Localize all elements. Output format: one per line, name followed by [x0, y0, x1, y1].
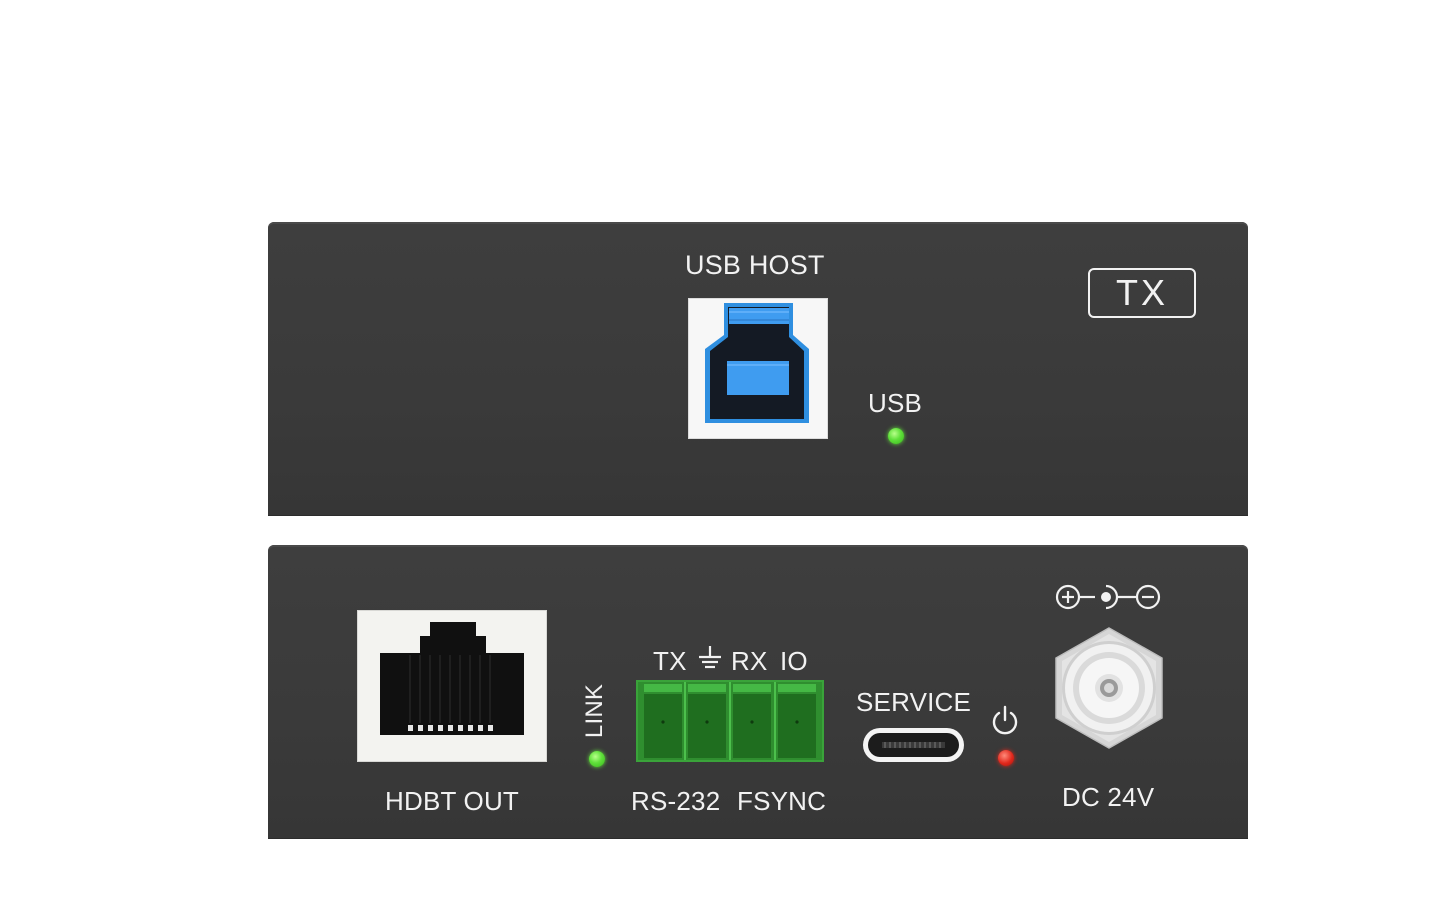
tx-badge: TX	[1088, 268, 1196, 318]
rj45-connector-icon	[380, 622, 524, 735]
usb-c-contacts-icon	[882, 742, 945, 748]
hdbt-out-label: HDBT OUT	[385, 786, 520, 816]
polarity-icon	[1055, 584, 1161, 610]
usb-c-opening	[868, 733, 959, 757]
fsync-label: FSYNC	[737, 786, 827, 816]
terminal-block-icon	[636, 680, 824, 762]
terminal-io-label: IO	[780, 646, 808, 676]
power-icon	[992, 705, 1018, 735]
usb-b-port[interactable]	[688, 298, 828, 439]
dc-power-jack[interactable]	[1052, 626, 1166, 750]
hdbt-rj45-port[interactable]	[357, 610, 547, 762]
link-label: LINK	[581, 683, 609, 739]
service-usb-c-port[interactable]	[863, 728, 964, 762]
service-label: SERVICE	[856, 687, 972, 717]
usb-led	[888, 428, 904, 444]
power-led	[998, 750, 1014, 766]
link-led	[589, 751, 605, 767]
usb-b-connector-icon	[705, 303, 809, 423]
dc-24v-label: DC 24V	[1062, 782, 1155, 812]
phoenix-terminal-block[interactable]	[636, 680, 824, 762]
usb-host-label: USB HOST	[685, 250, 825, 280]
terminal-tx-label: TX	[653, 646, 687, 676]
terminal-rx-label: RX	[731, 646, 768, 676]
ground-icon	[699, 646, 721, 669]
rs232-label: RS-232	[631, 786, 721, 816]
usb-led-label: USB	[868, 388, 923, 418]
dc-jack-icon	[1055, 627, 1163, 749]
